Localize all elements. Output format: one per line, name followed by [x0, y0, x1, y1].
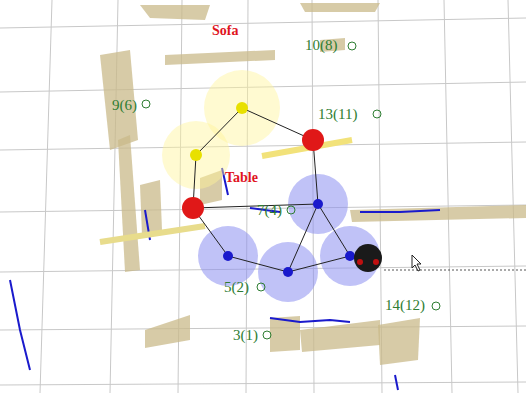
robot — [354, 244, 382, 272]
landmark-id: 10(8) — [305, 38, 338, 53]
pose-halos — [198, 174, 380, 302]
wall-planes — [100, 3, 526, 365]
landmark-id: 9(6) — [112, 98, 137, 113]
landmark-halos — [162, 70, 280, 189]
laser-scan — [10, 168, 440, 390]
table-edges — [100, 140, 352, 242]
mouse-cursor — [412, 255, 421, 271]
landmark-id: 3(1) — [233, 328, 258, 343]
landmark-id: 5(2) — [224, 280, 249, 295]
landmark-id: 14(12) — [385, 298, 425, 313]
label-markers — [142, 42, 440, 339]
landmark-spheres — [182, 102, 355, 277]
object-name: Table — [225, 171, 258, 185]
graph-links — [193, 108, 350, 272]
object-name: Sofa — [212, 24, 238, 38]
dashed-ray — [384, 270, 526, 271]
landmark-id: 7(4) — [257, 203, 282, 218]
landmark-id: 13(11) — [318, 107, 357, 122]
